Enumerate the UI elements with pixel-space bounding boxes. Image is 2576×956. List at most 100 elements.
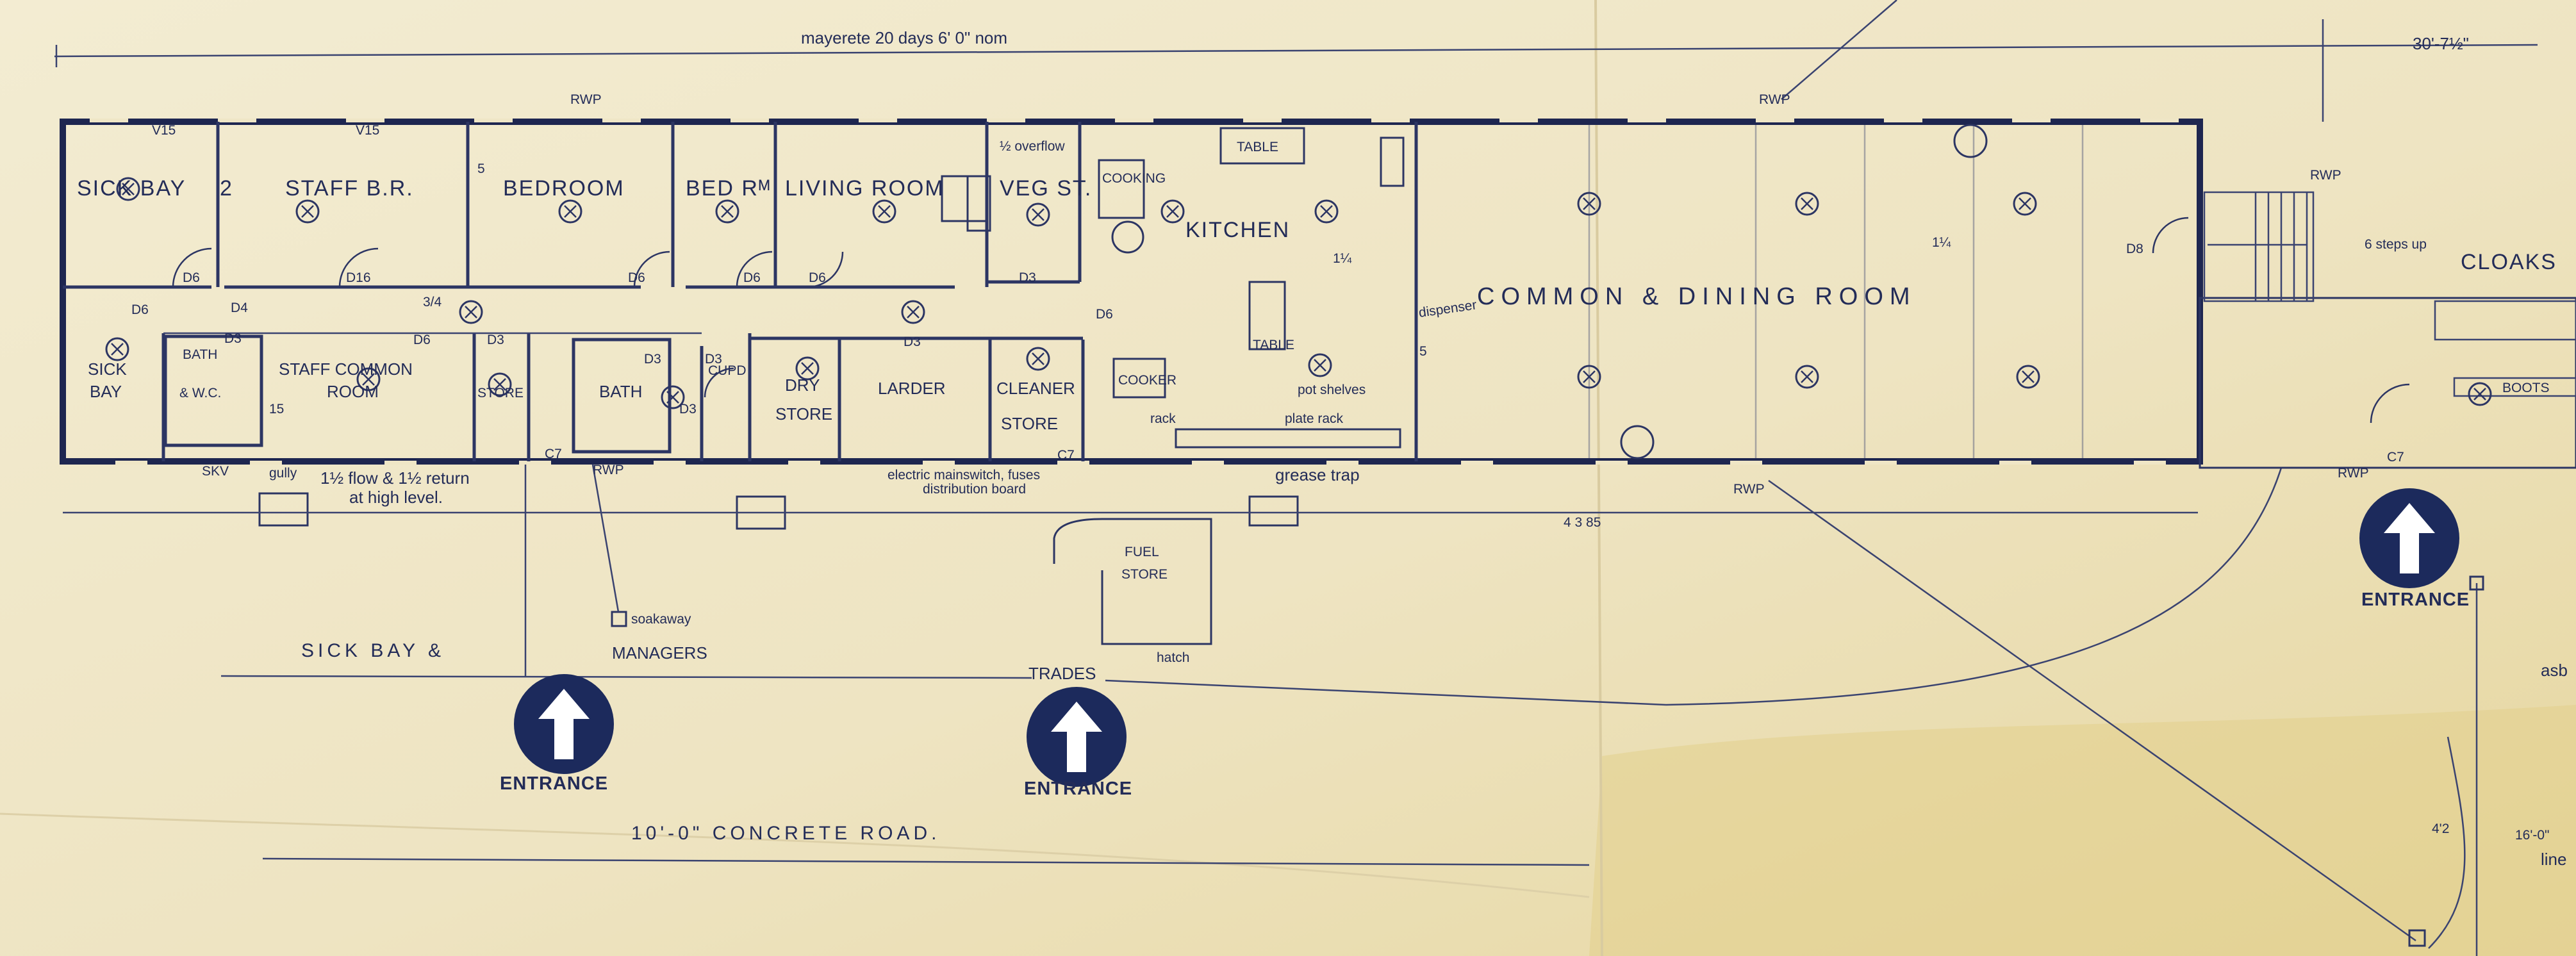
label-boots: BOOTS (2502, 381, 2550, 395)
label-staff-common-b: ROOM (327, 382, 379, 401)
road-edge-line (262, 857, 1590, 866)
mark-d3-2: D3 (487, 333, 504, 347)
mark-d3-7: D3 (1019, 270, 1036, 285)
mark-5-2: 5 (1419, 344, 1427, 359)
note-hatch: hatch (1157, 650, 1189, 665)
mark-d16: D16 (346, 270, 371, 285)
door-bedrm (736, 251, 773, 288)
plate-rack-counter (1175, 428, 1401, 449)
door-bedroom (633, 251, 670, 288)
label-cleaner-store-b: STORE (1001, 414, 1058, 433)
site-line-top (1781, 0, 1897, 100)
label-bath-2: BATH (599, 382, 642, 401)
label-bedroom: BEDROOM (503, 176, 625, 201)
mark-fraction: 3/4 (423, 295, 442, 309)
label-cupd: CUPD (708, 363, 747, 378)
label-steps: 6 steps up (2365, 237, 2427, 252)
mark-15: 15 (269, 402, 284, 416)
dining-post-top (1953, 124, 1988, 158)
mark-c7-1: C7 (545, 447, 562, 461)
cooking-range (1098, 159, 1145, 219)
note-dim-42: 4'2 (2432, 821, 2449, 836)
note-sick-bay-managers: SICK BAY & (301, 640, 445, 661)
bottom-post-cap (2408, 929, 2426, 947)
veg-sink-hatch (966, 175, 991, 232)
door-staff-br (338, 247, 379, 288)
dresser (1380, 136, 1405, 187)
mark-rwp-3: RWP (2310, 168, 2341, 183)
note-flow-return-a: 1½ flow & 1½ return (320, 468, 470, 488)
mark-d3-3: D3 (644, 352, 661, 367)
site-line-diagonal (1768, 479, 2416, 942)
living-sink (941, 175, 988, 222)
manhole-3 (1248, 495, 1299, 527)
soakaway-box (611, 611, 627, 627)
door-cloaks-annex (2370, 383, 2410, 424)
label-dry-store-b: STORE (775, 404, 832, 424)
door-cupd (704, 367, 734, 398)
label-bath-1: BATH (183, 347, 217, 362)
label-wc: & W.C. (179, 386, 221, 400)
copper (1111, 220, 1144, 254)
cooker-block (1112, 358, 1166, 399)
label-pot-shelves: pot shelves (1298, 383, 1366, 397)
note-asb: asb (2541, 661, 2568, 680)
mark-5-1: 5 (477, 161, 485, 176)
kitchen-table-2 (1248, 281, 1286, 350)
top-title-note: mayerete 20 days 6' 0" nom (801, 28, 1007, 47)
site-path-line-2 (1105, 679, 1667, 706)
mark-rwp-5: RWP (2338, 466, 2369, 481)
mark-d6-3: D6 (413, 333, 431, 347)
mark-d4: D4 (231, 301, 248, 315)
note-soakaway: soakaway (631, 612, 691, 627)
manhole-1 (258, 492, 309, 527)
drain-line-soakaway (591, 464, 620, 613)
label-plate-rack: plate rack (1285, 411, 1344, 426)
mark-d3-6: D3 (904, 334, 921, 349)
label-larder: LARDER (878, 379, 945, 398)
label-store-1: STORE (477, 386, 524, 400)
note-electric-b: distribution board (923, 482, 1026, 497)
label-sick-bay-2a: SICK (88, 359, 127, 379)
mark-d8: D8 (2126, 242, 2143, 256)
label-bed-rm: BED Rᴹ (686, 176, 771, 201)
fuel-store-wall (1053, 518, 1212, 645)
entrance-label-right: ENTRANCE (2361, 589, 2470, 610)
mark-d6-2: D6 (183, 270, 200, 285)
right-post-cap (2469, 575, 2484, 591)
label-fuel-store-a: FUEL (1125, 545, 1159, 559)
mark-one-quarter-1: 1¼ (1333, 251, 1352, 266)
mark-d3-5: D3 (679, 402, 697, 416)
label-table-1: TABLE (1237, 140, 1278, 154)
label-common-dining: COMMON & DINING ROOM (1477, 283, 1917, 310)
mark-c7-3: C7 (2387, 450, 2404, 465)
mark-v15-2: V15 (356, 123, 379, 138)
mark-gully: gully (269, 466, 297, 481)
entrance-badge-middle (1027, 687, 1127, 787)
note-electric-a: electric mainswitch, fuses (888, 468, 1040, 482)
label-dry-store-a: DRY (785, 375, 820, 395)
dining-post-bottom (1620, 425, 1655, 459)
steps-block (2203, 191, 2315, 302)
dimension-mid: 4 3 85 (1564, 515, 1601, 530)
label-cleaner-store-a: CLEANER (996, 379, 1075, 398)
cloaks-annex-wall (2199, 297, 2576, 469)
site-path-line (220, 675, 1032, 679)
label-living-room: LIVING ROOM (785, 176, 945, 201)
paper-stain (1589, 705, 2576, 956)
door-sickbay (172, 247, 212, 288)
mark-rwp-1: RWP (570, 92, 602, 107)
site-curve-lower (2428, 736, 2466, 949)
site-curve (1665, 467, 2283, 706)
label-table-2: TABLE (1253, 338, 1294, 352)
mark-d6-1: D6 (131, 302, 149, 317)
entrance-label-middle: ENTRANCE (1024, 779, 1132, 799)
label-staff-br: STAFF B.R. (285, 176, 414, 201)
bath-wc-block (163, 334, 263, 447)
mark-d6-5: D6 (743, 270, 761, 285)
bath-2-block (572, 338, 672, 454)
mark-d6-7: D6 (1096, 307, 1113, 322)
note-dim-16: 16'-0" (2515, 828, 2550, 843)
label-sick-bay-number: 2 (220, 176, 233, 201)
